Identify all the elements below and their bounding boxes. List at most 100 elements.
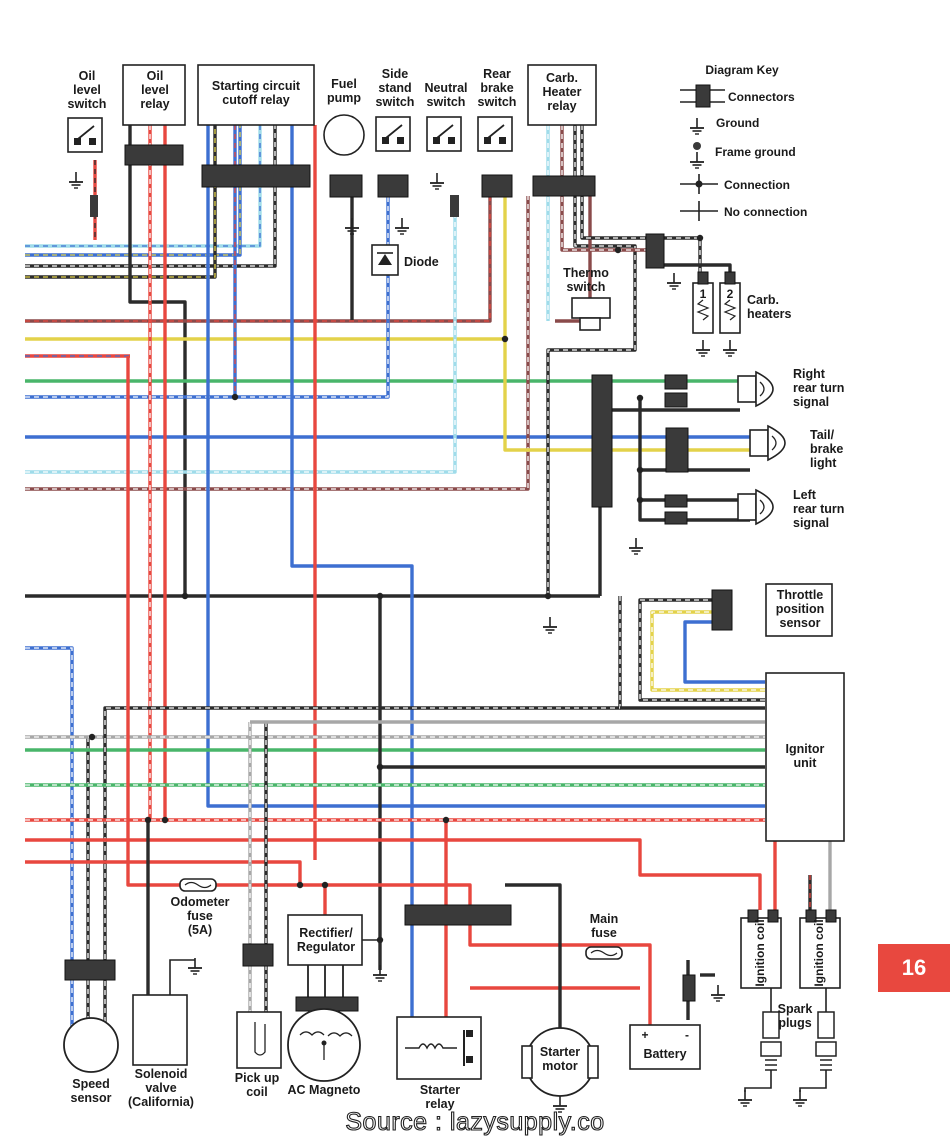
tail-brake-light-label-line: Tail/ [810, 428, 835, 442]
junction-dot [442, 816, 450, 824]
junction-dot [181, 592, 189, 600]
rectifier-label-line: Rectifier/ [299, 926, 353, 940]
main-fuse-label-line: fuse [591, 926, 617, 940]
right-rear-turn-bulb-filament [759, 381, 765, 397]
junction-dot [544, 592, 552, 600]
key-connectors-label-line: Connectors [728, 90, 795, 104]
right-rear-turn-bulb-base [737, 375, 757, 403]
carb-heaters-label: Carb.heaters [747, 293, 792, 321]
oil-level-switch-label-line: Oil [79, 69, 96, 83]
junction-dot [88, 733, 96, 741]
ignition-coil-1-conn-a [747, 909, 759, 923]
side-stand-switch-body [375, 116, 411, 152]
rear-brake-switch-body [477, 116, 513, 152]
page-number: 16 [901, 955, 927, 980]
carb-heater-relay-label-line: Heater [543, 85, 582, 99]
oil-level-switch-body [67, 117, 103, 153]
right-rear-turn-label-line: signal [793, 395, 829, 409]
ignition-coil-2-label: Ignition coil [812, 919, 826, 986]
neutral-inline [450, 195, 459, 217]
starter-relay-term-1 [466, 1030, 473, 1037]
starting-circuit-label-line: Starting circuit [212, 79, 301, 93]
junction-dot [376, 763, 384, 771]
oil-inline-fuse [90, 195, 98, 217]
rear-brake-switch-label-line: switch [478, 95, 517, 109]
carb-heater-1-connector [697, 271, 709, 285]
left-rear-turn-label-line: Left [793, 488, 817, 502]
oil-level-switch-contact-right [89, 138, 96, 145]
junction-dot [376, 592, 384, 600]
wire-red-mainfuse [215, 883, 652, 1030]
oil-relay-connector [124, 144, 184, 166]
wire-red-odo [126, 356, 180, 887]
wire-brown-white [25, 196, 530, 491]
spark-plug-1-insulator [762, 1011, 780, 1039]
ignition-coil-1-box [740, 917, 782, 989]
carb-heater-relay-box [527, 64, 597, 126]
ignition-coil-1-label-line: Ignition coil [753, 919, 767, 986]
side-stand-switch-contact-left [382, 137, 389, 144]
rectifier-label: Rectifier/Regulator [297, 926, 355, 954]
pick-up-coil-label-line: Pick up [235, 1071, 280, 1085]
junction-dot [614, 246, 622, 254]
starter-relay-coil [405, 1043, 457, 1050]
wire-blue-speed-stripe [25, 647, 73, 1045]
pick-up-coil-winding [254, 1022, 266, 1056]
ac-magneto-label: AC Magneto [288, 1083, 361, 1097]
wire-blue-long [206, 125, 765, 808]
starter-motor-end-left [521, 1045, 533, 1079]
ignitor-unit-label-line: Ignitor [786, 742, 825, 756]
thermo-switch-label-line: switch [567, 280, 606, 294]
key-connection-dot [695, 180, 703, 188]
oil-level-relay-label-line: level [141, 83, 169, 97]
ignitor-unit-box [765, 672, 845, 842]
left-turn-connector-1 [664, 494, 688, 508]
fuel-pump-label-line: pump [327, 91, 361, 105]
odometer-fuse-link [184, 881, 212, 889]
speed-sensor-label-line: Speed [72, 1077, 110, 1091]
key-frame-ground-label-line: Frame ground [715, 145, 796, 159]
key-frame-ground-label: Frame ground [715, 145, 796, 159]
starting-circuit-label-line: cutoff relay [222, 93, 289, 107]
side-stand-connector [377, 174, 409, 198]
rear-harness-connector [591, 374, 613, 508]
side-stand-switch-contact-right [397, 137, 404, 144]
wire-blue-starter [290, 125, 414, 1030]
neutral-switch-label-line: switch [427, 95, 466, 109]
key-connection-label: Connection [724, 178, 790, 192]
carb-heater-1-number: 1 [700, 287, 707, 301]
fuel-pump-body [323, 114, 365, 156]
speed-sensor-connector [64, 959, 116, 981]
left-rear-turn-bulb-filament [759, 499, 765, 515]
oil-level-relay-box [122, 64, 186, 126]
starting-circuit-relay-box [197, 64, 315, 126]
odometer-fuse-label-line: (5A) [188, 923, 212, 937]
oil-level-relay-label-line: relay [140, 97, 169, 111]
carb-heaters-label-line: heaters [747, 307, 792, 321]
left-rear-turn-label-line: rear turn [793, 502, 844, 516]
wire-black-left [638, 398, 750, 522]
wire-red-brown-1-stripe [25, 196, 491, 322]
ignition-coil-1-label: Ignition coil [753, 919, 767, 986]
wire-red-coil [25, 838, 762, 910]
spark-plug-1-hex [760, 1041, 782, 1057]
rear-brake-switch-contact-right [499, 137, 506, 144]
wire-yellow-tail [503, 339, 750, 452]
tps-connector [711, 589, 733, 631]
rear-brake-switch-label-line: Rear [483, 67, 511, 81]
pick-up-coil-label-line: coil [246, 1085, 268, 1099]
wire-black-relay [128, 125, 187, 596]
carb-heater-2-number-line: 2 [727, 287, 734, 301]
junction-dot [636, 394, 644, 402]
wire-black-carbheater-stripe [581, 125, 701, 285]
wire-red-fuse [25, 860, 302, 885]
starter-motor-label-line: Starter [540, 1045, 580, 1059]
